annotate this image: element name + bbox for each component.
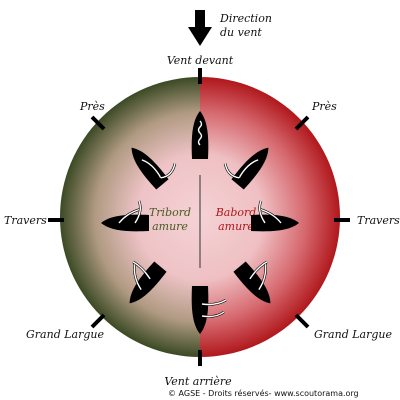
wind-arrow-icon (188, 10, 212, 46)
babord-line1: Babord (215, 206, 257, 219)
label-grand-largue-left: Grand Largue (26, 328, 104, 341)
sail-line (133, 263, 142, 290)
sail-line (118, 208, 142, 224)
sail-line (134, 200, 142, 224)
sailboat-icon (231, 147, 269, 190)
label-pres-left: Près (79, 100, 105, 113)
sail-line (132, 261, 151, 280)
tick-gl-left (90, 313, 106, 329)
boat-vent-devant (191, 111, 209, 159)
boat-gl-left (129, 260, 167, 304)
tick-marks (48, 68, 350, 366)
sailboat-icon (131, 147, 169, 190)
label-travers-right: Travers (357, 214, 400, 227)
label-travers-left: Travers (4, 214, 47, 227)
tribord-line1: Tribord (149, 206, 191, 219)
tick-pres-right (294, 115, 310, 131)
sail-line (201, 311, 225, 318)
boat-travers-left (101, 200, 149, 232)
tick-gl-right (294, 313, 310, 329)
sail-line (238, 159, 259, 179)
sail-line (141, 159, 162, 179)
label-grand-largue-right: Grand Largue (314, 328, 392, 341)
tribord-line2: amure (152, 220, 188, 233)
sail-line (224, 163, 240, 179)
boats-layer (101, 111, 299, 334)
sail-line (258, 200, 266, 224)
sailboat-icon (191, 111, 209, 159)
sail-line (197, 120, 203, 146)
boat-vent-arriere (191, 286, 227, 334)
boat-travers-right (251, 200, 299, 232)
sail-line (258, 208, 282, 224)
credit-text: © AGSE - Droits réservés- www.scoutorama… (168, 388, 359, 398)
label-vent-arriere: Vent arrière (164, 375, 232, 388)
sail-line (160, 163, 176, 179)
sail-line (201, 299, 227, 306)
label-vent-devant: Vent devant (167, 54, 234, 67)
sailboat-icon (129, 261, 167, 304)
boat-pres-right (223, 147, 269, 190)
sail-line (258, 263, 267, 290)
babord-line2: amure (218, 220, 254, 233)
wind-direction-line2: du vent (220, 26, 262, 39)
sailboat-icon (233, 261, 271, 304)
tick-pres-left (90, 115, 106, 131)
boat-gl-right (233, 260, 271, 304)
wind-direction-line1: Direction (219, 12, 272, 25)
label-pres-right: Près (311, 100, 337, 113)
sailboat-icon (191, 286, 209, 334)
boat-pres-left (131, 147, 177, 190)
sail-line (249, 261, 268, 280)
